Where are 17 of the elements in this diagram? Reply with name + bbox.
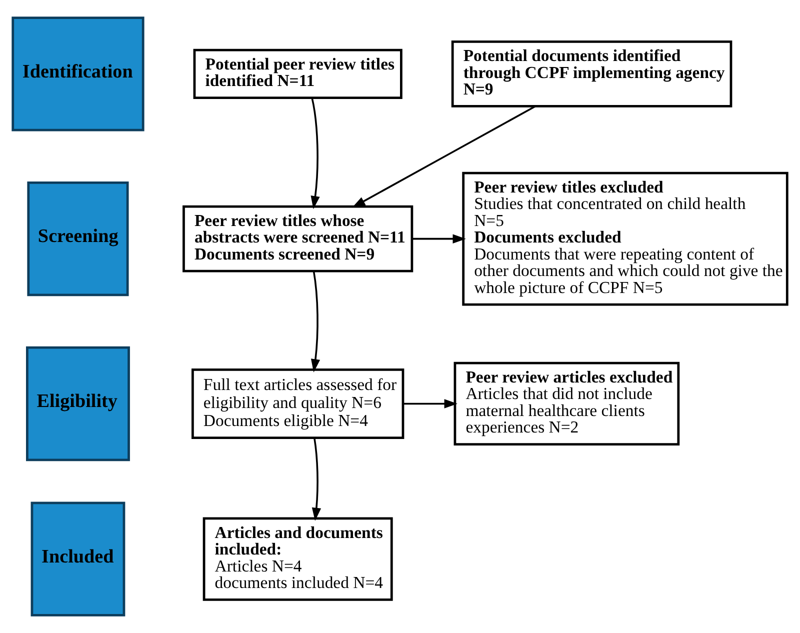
node-box: Articles and documents included: Articles N=4 documents included N=4 xyxy=(202,517,393,601)
node-box: Full text articles assessed for eligibility and quality N=6 Documents eligible N=4 xyxy=(192,368,404,439)
node-box: Peer review titles excluded Studies that concentrated on child health N=5 Documents excluded Documents that were repeating content of other documents and which could not give the whole picture of CCPF N=5 xyxy=(462,172,788,306)
arrow xyxy=(352,105,536,208)
arrow xyxy=(310,98,320,210)
node-box: Screening xyxy=(27,181,129,296)
arrow xyxy=(403,399,458,408)
node-box: Potential documents identified through CCPF implementing agency N=9 xyxy=(451,40,732,108)
node-box: Eligibility xyxy=(26,346,130,462)
node-box: Potential peer review titles identified N=11 xyxy=(193,48,402,100)
node-box: Identification xyxy=(12,16,144,132)
arrow xyxy=(412,234,466,244)
node-box: Peer review titles whose abstracts were screened N=11 Documents screened N=9 xyxy=(182,205,414,272)
arrow xyxy=(312,438,322,521)
node-box: Included xyxy=(30,502,126,616)
node-box: Peer review articles excluded Articles that did not include maternal healthcare clients experiences N=2 xyxy=(454,362,680,446)
arrow xyxy=(310,271,320,372)
